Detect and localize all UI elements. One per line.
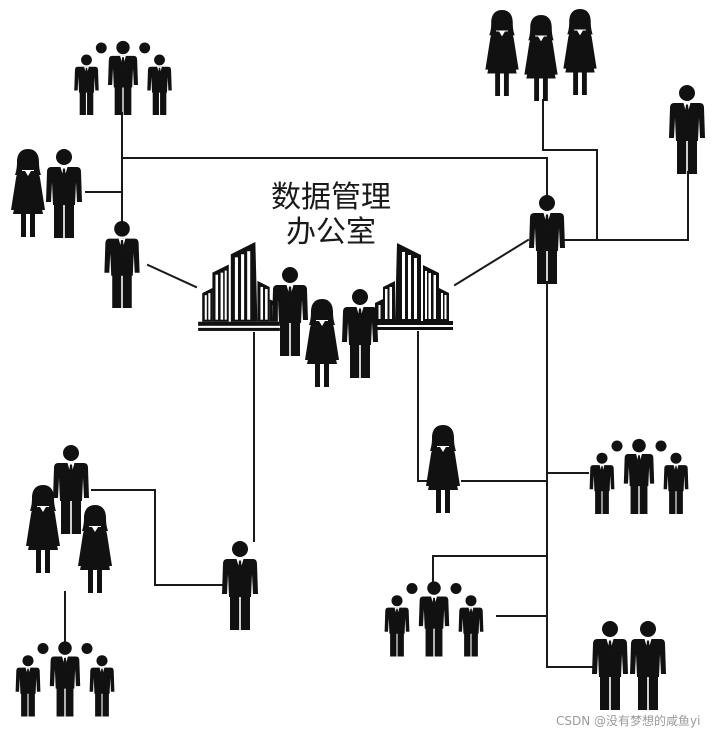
office-building-icon	[198, 242, 280, 331]
group-icon	[74, 41, 172, 115]
woman-icon	[485, 9, 519, 97]
woman-icon	[426, 425, 460, 513]
connector-line	[453, 238, 530, 287]
connector-line	[121, 157, 548, 197]
man-icon	[342, 289, 378, 378]
man-icon	[529, 195, 565, 284]
office-title-line2: 办公室	[286, 215, 376, 250]
man-icon	[272, 267, 308, 356]
connector-line	[91, 489, 223, 586]
office-building-icon	[373, 243, 453, 330]
woman-icon	[524, 14, 558, 102]
woman-icon	[563, 8, 597, 96]
data-management-office: 数据管理 办公室	[198, 180, 453, 387]
connector-line	[542, 99, 598, 241]
woman-icon	[26, 485, 60, 573]
connector-line	[417, 331, 431, 482]
group-icon	[16, 641, 115, 716]
office-title-line1: 数据管理	[271, 180, 391, 215]
man-icon	[104, 220, 140, 308]
watermark: CSDN @没有梦想的咸鱼yi	[556, 713, 700, 728]
man-icon	[669, 85, 705, 174]
man-icon	[222, 541, 258, 630]
connector-line	[146, 263, 198, 289]
woman-icon	[11, 149, 45, 237]
group-icon	[385, 581, 484, 656]
woman-icon	[78, 505, 112, 593]
man-icon	[592, 621, 628, 710]
group-icon	[590, 439, 689, 514]
man-icon	[630, 621, 666, 710]
man-icon	[53, 445, 89, 534]
connector-line	[564, 171, 689, 241]
connector-line	[546, 281, 597, 668]
connectors	[64, 99, 689, 668]
woman-icon	[305, 299, 339, 387]
connector-line	[432, 555, 548, 583]
man-icon	[46, 149, 82, 238]
